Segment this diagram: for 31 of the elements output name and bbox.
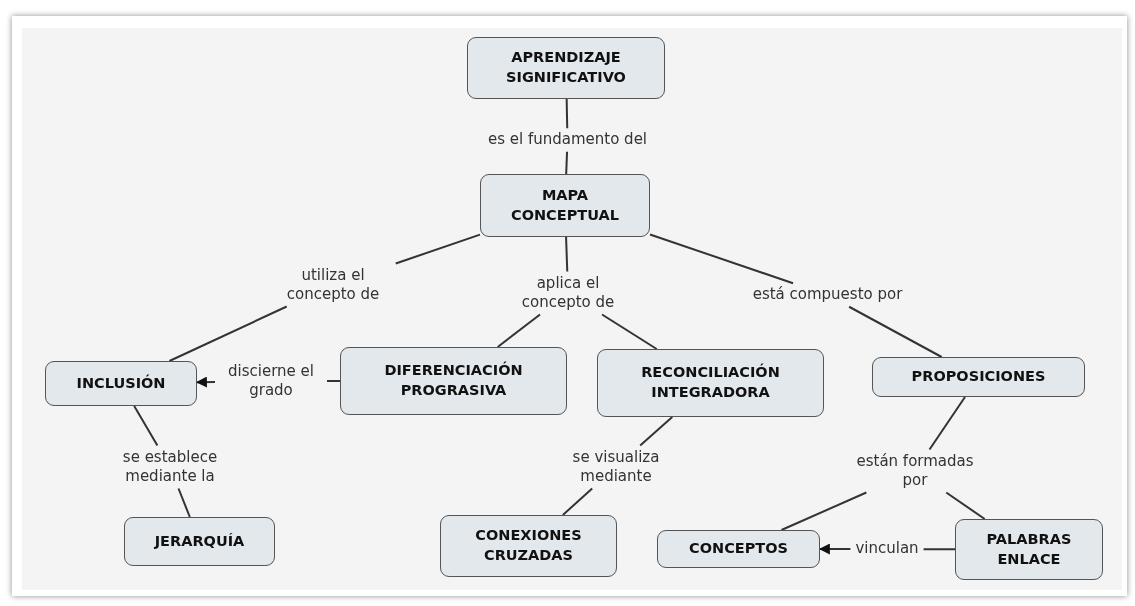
linking-phrase: está compuesto por [750, 285, 905, 305]
connector-line [565, 98, 569, 130]
concept-box: PROPOSICIONES [872, 357, 1085, 397]
connector-line [177, 487, 191, 518]
concept-box: CONEXIONES CRUZADAS [440, 515, 617, 577]
connector-line [394, 233, 481, 265]
connector-line [496, 313, 542, 348]
arrow [818, 543, 852, 555]
connector-line [565, 236, 569, 273]
concept-box: INCLUSIÓN [45, 361, 197, 406]
connector-line [922, 548, 956, 551]
concept-box: APRENDIZAJE SIGNIFICATIVO [467, 37, 665, 99]
connector-line [649, 233, 795, 285]
connector-line [601, 313, 658, 350]
concept-box: CONCEPTOS [657, 530, 820, 568]
connector-line [639, 416, 674, 447]
connector-line [780, 491, 868, 531]
connector-line [945, 491, 986, 520]
arrow [195, 376, 216, 388]
connector-line [848, 305, 943, 358]
connector-line [928, 396, 966, 451]
concept-box: DIFERENCIACIÓN PROGRASIVA [340, 347, 567, 415]
connector-line [565, 150, 569, 175]
connector-line [168, 305, 288, 362]
connector-line [133, 405, 159, 447]
connector-line [561, 487, 594, 516]
concept-box: MAPA CONCEPTUAL [480, 174, 650, 237]
concept-box: JERARQUÍA [124, 517, 275, 566]
connector-line [326, 380, 341, 382]
concept-box: RECONCILIACIÓN INTEGRADORA [597, 349, 824, 417]
concept-box: PALABRAS ENLACE [955, 519, 1103, 580]
